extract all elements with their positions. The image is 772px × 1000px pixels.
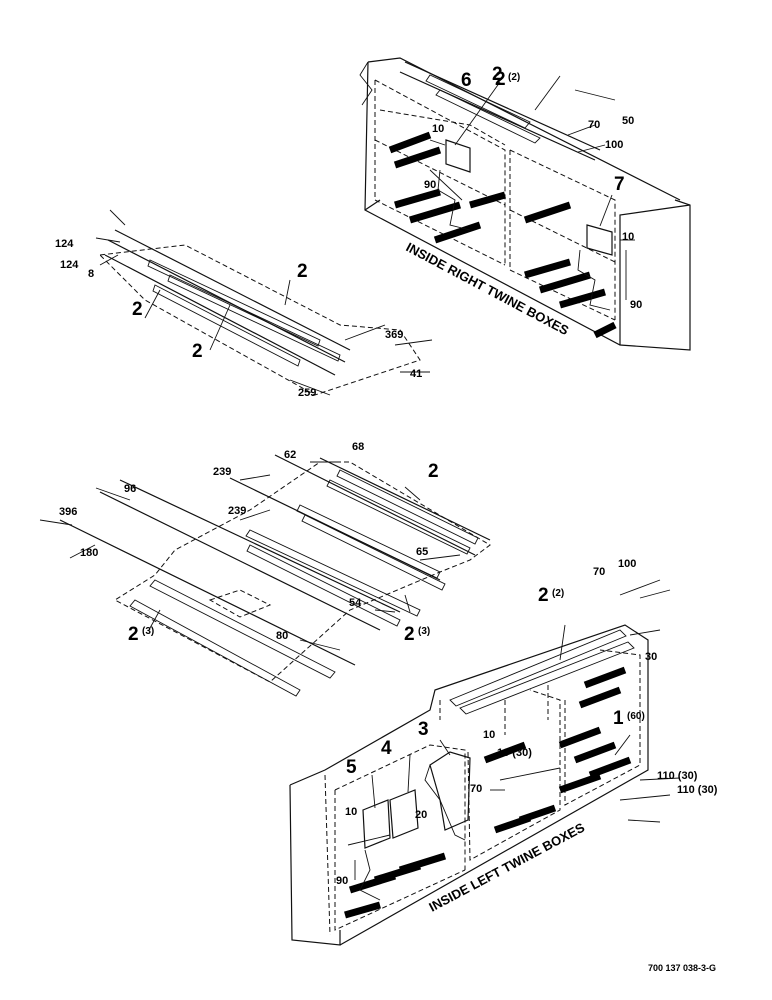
right-dim-90a: 90 xyxy=(424,179,436,191)
middle-panel-view xyxy=(39,454,491,697)
part-3-shape xyxy=(429,751,471,831)
left-callout-3: 3 xyxy=(418,719,429,740)
mid-callout-2c-qty: (3) xyxy=(142,626,154,637)
top-dim-124b: 124 xyxy=(60,259,79,271)
right-dim-90b: 90 xyxy=(630,299,642,311)
right-callout-7: 7 xyxy=(614,174,625,195)
mid-dim-239b: 239 xyxy=(228,505,246,517)
mid-dim-68: 68 xyxy=(352,441,364,453)
right-callout-2: 2 xyxy=(495,69,506,90)
right-dim-10a: 10 xyxy=(432,123,444,135)
mid-dim-65: 65 xyxy=(416,546,428,558)
right-dim-10b: 10 xyxy=(622,231,634,243)
top-callout-2b: 2 xyxy=(132,299,143,320)
right-dim-70: 70 xyxy=(588,119,600,131)
top-callout-2c: 2 xyxy=(192,341,203,362)
left-callout-1: 1 xyxy=(613,708,624,729)
mid-dim-180: 180 xyxy=(80,547,98,559)
left-dim-70b: 70 xyxy=(470,783,482,795)
left-dim-10a: 10 xyxy=(483,729,495,741)
left-dim-10-30: 10 (30) xyxy=(497,747,532,759)
right-callout-2-qty: (2) xyxy=(508,72,520,83)
mid-callout-2c: 2 xyxy=(128,624,139,645)
right-dim-100: 100 xyxy=(605,139,623,151)
top-callout-2a: 2 xyxy=(297,261,308,282)
mid-dim-62: 62 xyxy=(284,449,296,461)
right-callout-2: 2 xyxy=(492,64,503,85)
left-dim-70a: 70 xyxy=(593,566,605,578)
mid-dim-96: 96 xyxy=(124,483,136,495)
top-dim-259: 259 xyxy=(298,387,316,399)
left-callout-1-qty: (60) xyxy=(627,711,645,722)
left-callout-5: 5 xyxy=(346,757,357,778)
part-6-shape xyxy=(445,139,471,173)
mid-callout-2b: 2 xyxy=(404,624,415,645)
left-callout-2: 2 xyxy=(538,585,549,606)
left-dim-30: 30 xyxy=(645,651,657,663)
top-panel-view xyxy=(95,209,433,396)
mid-dim-396: 396 xyxy=(59,506,77,518)
part-4-shape xyxy=(389,789,419,839)
mid-dim-54: 54 xyxy=(349,597,362,609)
top-dim-41: 41 xyxy=(410,368,422,380)
mid-dim-239a: 239 xyxy=(213,466,231,478)
drawing-number: 700 137 038-3-G xyxy=(648,963,716,973)
mid-callout-2a: 2 xyxy=(428,461,439,482)
left-view-title: INSIDE LEFT TWINE BOXES xyxy=(426,820,587,915)
part-5-shape xyxy=(362,799,391,849)
part-7-shape xyxy=(586,224,613,256)
left-twine-boxes-view xyxy=(289,579,681,946)
top-dim-8: 8 xyxy=(88,268,94,280)
left-callout-2-qty: (2) xyxy=(552,588,564,599)
left-box-floor-strips xyxy=(344,666,632,919)
left-dim-110-30a: 110 (30) xyxy=(657,770,698,782)
top-dim-124a: 124 xyxy=(55,238,74,250)
left-dim-110-30b: 110 (30) xyxy=(677,784,718,796)
right-callout-6: 6 xyxy=(461,70,472,91)
right-box-floor-strips xyxy=(388,131,617,339)
mid-dim-80: 80 xyxy=(276,630,288,642)
left-callout-4: 4 xyxy=(381,738,392,759)
right-twine-boxes-view xyxy=(359,57,691,351)
left-dim-90: 90 xyxy=(336,875,348,887)
mid-callout-2b-qty: (3) xyxy=(418,626,430,637)
left-dim-100: 100 xyxy=(618,558,636,570)
top-dim-369: 369 xyxy=(385,329,403,341)
left-dim-10b: 10 xyxy=(345,806,357,818)
left-dim-20: 20 xyxy=(415,809,427,821)
right-dim-50: 50 xyxy=(622,115,634,127)
